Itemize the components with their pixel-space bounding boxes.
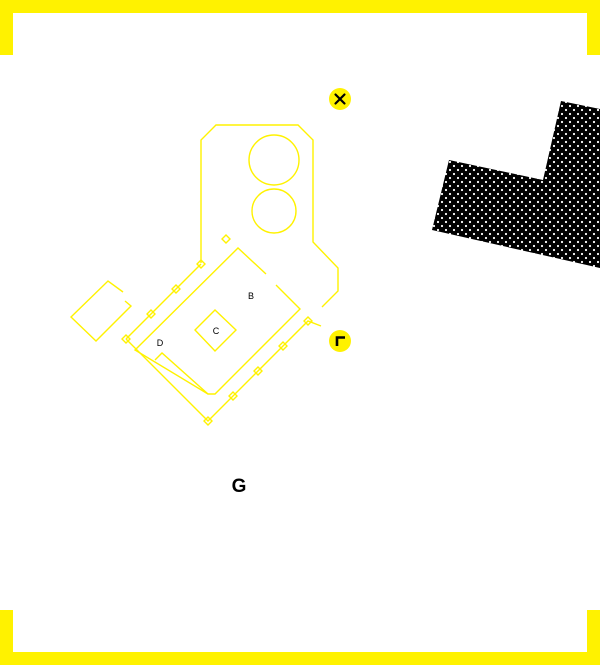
post-marker: [228, 391, 238, 401]
hall-inner-wall: [154, 352, 209, 395]
tank-lower: [251, 188, 297, 234]
annex-outline: [69, 280, 133, 342]
close-icon: [334, 93, 346, 105]
corner-button[interactable]: [329, 330, 351, 352]
post-marker: [121, 334, 131, 344]
room-c-outline: [194, 309, 238, 353]
frame-top: [0, 0, 600, 55]
post-marker: [203, 416, 213, 426]
post-marker: [221, 234, 231, 244]
post-marker: [171, 284, 181, 294]
tower-outline: [200, 124, 339, 308]
room-label-d: D: [157, 338, 164, 348]
post-marker: [196, 259, 206, 269]
post-marker: [278, 341, 288, 351]
colonnade-south: [125, 320, 322, 422]
floor-plan: [69, 124, 339, 426]
room-label-c: C: [213, 326, 220, 336]
post-marker: [253, 366, 263, 376]
post-marker: [303, 316, 313, 326]
corner-button-bg: [329, 330, 351, 352]
colonnade-north: [125, 263, 202, 340]
post-marker: [146, 309, 156, 319]
room-label-b: B: [248, 291, 254, 301]
close-button[interactable]: [329, 88, 351, 110]
tank-upper: [248, 134, 300, 186]
site-label: G: [232, 476, 247, 497]
corner-icon: [335, 336, 345, 346]
frame-bottom: [0, 610, 600, 665]
neighbor-building: [432, 101, 600, 268]
